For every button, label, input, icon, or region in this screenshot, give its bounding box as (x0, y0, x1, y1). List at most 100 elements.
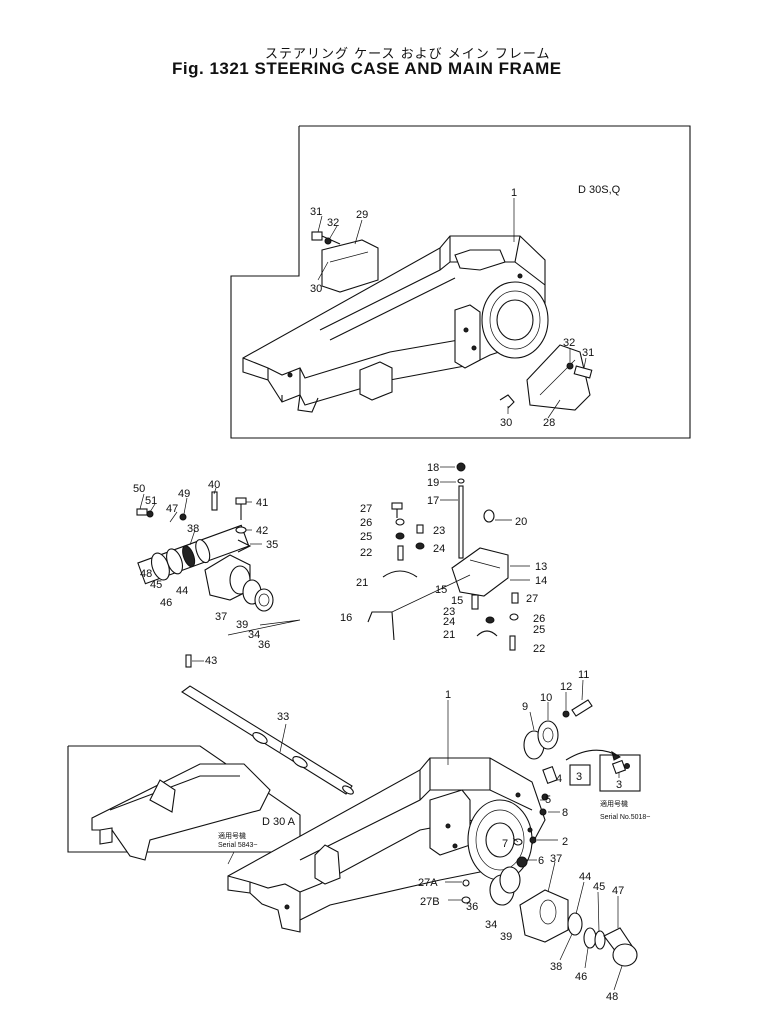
key-43 (185, 654, 192, 668)
washer-49 (179, 513, 187, 521)
callout-41: 41 (256, 497, 268, 509)
callout-27B: 27B (420, 896, 440, 908)
pin-27A (462, 879, 470, 887)
inset-detail-part-number: 3 (616, 779, 622, 791)
callout-10: 10 (540, 692, 552, 704)
inset-serial: Serial 5843~ (218, 842, 258, 849)
callout-27A: 27A (418, 877, 438, 889)
callout-34: 34 (248, 629, 260, 641)
callout-35: 35 (266, 539, 278, 551)
washer-24-upper (415, 542, 425, 550)
callout-11: 11 (578, 669, 589, 681)
inset-serial-detail: 3 適用号機 Serial No.5018~ (599, 754, 650, 821)
callout-1-upper: 1 (511, 187, 517, 199)
pin-22-upper (397, 545, 404, 561)
callout-49: 49 (178, 488, 190, 500)
inset-detail-serial-jp: 適用号機 (600, 799, 628, 808)
callout-43: 43 (205, 655, 217, 667)
callout-6: 6 (538, 855, 544, 867)
callout-50: 50 (133, 483, 145, 495)
upper-frame-group: D 30S,Q (230, 125, 691, 439)
detail-box-3 (569, 764, 591, 786)
bolt-41 (235, 497, 247, 505)
callout-3: 3 (576, 771, 582, 783)
bearing-assembly-left: 50 51 49 47 40 41 38 42 35 48 45 46 44 3… (133, 479, 354, 795)
callout-36: 36 (258, 639, 270, 651)
pin-15 (471, 594, 479, 610)
figure-title: Fig. 1321 STEERING CASE AND MAIN FRAME (172, 59, 562, 78)
callout-2: 2 (562, 836, 568, 848)
callout-25-upper: 25 (360, 531, 372, 543)
callout-8-upper: 8 (562, 807, 568, 819)
callout-30-upper: 30 (310, 283, 322, 295)
washer-32-upper (324, 237, 332, 245)
callout-47: 47 (166, 503, 178, 515)
washer-32-lower (566, 362, 574, 370)
callout-34-lower: 34 (485, 919, 497, 931)
nut-20 (483, 509, 495, 523)
plug-4 (542, 766, 558, 784)
washer-25-upper (395, 532, 405, 540)
cover-10 (537, 720, 559, 750)
bracket-assembly-right: 18 19 17 27 26 23 20 25 24 22 13 21 15 1… (340, 462, 547, 655)
main-frame-upper (242, 235, 549, 413)
callout-32-upper: 32 (327, 217, 339, 229)
seal-45-lower (594, 930, 606, 950)
rod-17 (458, 485, 464, 559)
callout-22-upper: 22 (360, 547, 372, 559)
callout-7: 7 (502, 838, 508, 850)
callout-31-right: 31 (582, 347, 594, 359)
callout-21-lower: 21 (443, 629, 455, 641)
washer-42 (235, 526, 247, 534)
clamp-21-upper (382, 570, 418, 578)
callout-26-upper: 26 (360, 517, 372, 529)
plug-6 (516, 856, 528, 868)
callout-1-lower: 1 (445, 689, 451, 701)
plug-2 (529, 836, 537, 844)
washer-12 (562, 710, 570, 718)
bolt-31-upper (311, 231, 323, 241)
washer-24-lower (485, 616, 495, 624)
callout-14: 14 (535, 575, 547, 587)
washer-51 (146, 510, 154, 518)
callout-37-lower: 37 (550, 853, 562, 865)
inset-model-label: D 30 A (262, 816, 296, 828)
callout-45-lower: 45 (593, 881, 605, 893)
callout-16: 16 (340, 612, 352, 624)
callout-19: 19 (427, 477, 439, 489)
callout-51: 51 (145, 495, 157, 507)
upper-frame-border (230, 125, 691, 439)
nut-18 (456, 462, 466, 472)
callout-23-lower: 23 (443, 606, 455, 618)
bolt-27-lower (511, 592, 519, 604)
callout-17: 17 (427, 495, 439, 507)
callout-38: 38 (187, 523, 199, 535)
callout-5: 5 (545, 794, 551, 806)
bearing-44-lower (567, 912, 583, 936)
callout-44-lower: 44 (579, 871, 591, 883)
bolt-31-lower (573, 365, 593, 379)
callout-46-lower: 46 (575, 971, 587, 983)
callout-39: 39 (236, 619, 248, 631)
callout-4: 4 (556, 773, 562, 785)
bracket-29 (321, 239, 379, 293)
inset-detail-serial: Serial No.5018~ (600, 814, 650, 821)
callout-31-upper: 31 (310, 206, 322, 218)
bracket-13 (451, 547, 509, 597)
seal-34 (254, 588, 274, 612)
upper-model-label: D 30S,Q (578, 184, 621, 196)
strap-16 (367, 611, 395, 641)
callout-24-upper: 24 (433, 543, 445, 555)
clamp-21-lower (476, 630, 498, 637)
inset-serial-jp: 適用号機 (218, 831, 246, 840)
callout-27-upper: 27 (360, 503, 372, 515)
callout-45: 45 (150, 579, 162, 591)
callout-23-upper: 23 (433, 525, 445, 537)
callout-21-upper: 21 (356, 577, 368, 589)
callout-39-lower: 39 (500, 931, 512, 943)
callout-48: 48 (140, 568, 152, 580)
callout-38-lower: 38 (550, 961, 562, 973)
callout-48-lower: 48 (606, 991, 618, 1003)
callout-29: 29 (356, 209, 368, 221)
callout-24-lower: 24 (443, 616, 455, 628)
